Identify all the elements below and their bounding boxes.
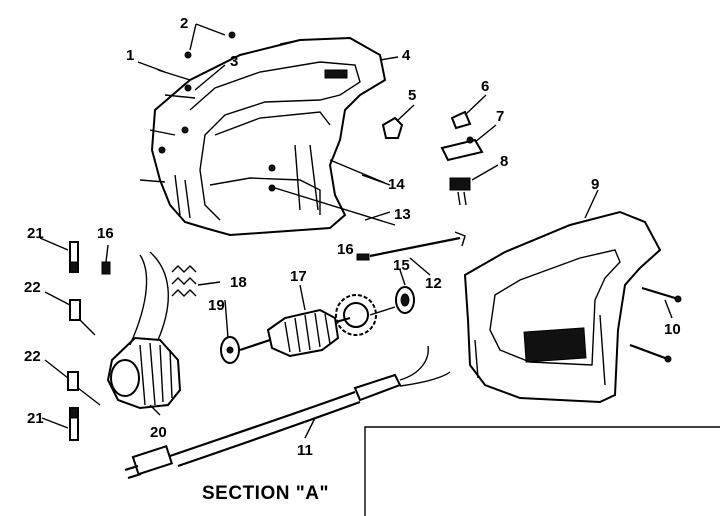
handle-label-plate bbox=[523, 327, 587, 363]
part-21-brush-bottom bbox=[69, 407, 79, 441]
callout-14: 14 bbox=[388, 176, 405, 193]
callout-11: 11 bbox=[297, 442, 313, 459]
part-15-bearing bbox=[395, 286, 415, 314]
housing-screws bbox=[139, 31, 301, 183]
part-19-bushing bbox=[220, 336, 240, 364]
part-6-switch-cap bbox=[450, 110, 472, 130]
callout-2: 2 bbox=[180, 15, 188, 32]
section-title: SECTION "A" bbox=[202, 483, 329, 504]
part-22-brush-holder-bottom bbox=[67, 371, 101, 406]
callout-15: 15 bbox=[393, 257, 410, 274]
part-11-cord bbox=[124, 345, 451, 480]
part-5-knob bbox=[381, 116, 404, 139]
callout-22-top: 22 bbox=[24, 279, 41, 296]
callout-6: 6 bbox=[481, 78, 489, 95]
callout-4: 4 bbox=[402, 47, 411, 64]
callout-17: 17 bbox=[290, 268, 307, 285]
housing-slot bbox=[324, 69, 348, 79]
callout-16-left: 16 bbox=[97, 225, 114, 242]
callout-16-right: 16 bbox=[337, 241, 354, 258]
callout-21-bottom: 21 bbox=[27, 410, 44, 427]
callout-20: 20 bbox=[150, 424, 167, 441]
fan-gear bbox=[335, 294, 396, 336]
part-9-handle-cover bbox=[463, 210, 662, 404]
part-7-switch bbox=[440, 136, 484, 162]
part-13-14-screws bbox=[268, 159, 396, 226]
callout-18: 18 bbox=[230, 274, 247, 291]
callout-5: 5 bbox=[408, 87, 416, 104]
part-18-springs bbox=[171, 265, 197, 297]
housing-left-half bbox=[150, 36, 387, 237]
callout-22-bottom: 22 bbox=[24, 348, 41, 365]
callout-21-top: 21 bbox=[27, 225, 44, 242]
part-17-armature bbox=[239, 308, 351, 358]
callout-9: 9 bbox=[591, 176, 599, 193]
part-22-brush-holder-top bbox=[69, 299, 96, 336]
section-boundary-line bbox=[364, 426, 720, 516]
part-20-field bbox=[106, 251, 182, 410]
callout-12: 12 bbox=[425, 275, 442, 292]
callout-labels: 1 2 3 4 5 6 7 8 9 10 11 12 13 14 15 16 1… bbox=[24, 15, 681, 459]
part-12-rod bbox=[369, 231, 466, 258]
leader-lines bbox=[39, 23, 673, 439]
part-10-screws bbox=[629, 286, 682, 363]
callout-10: 10 bbox=[664, 321, 681, 338]
part-16-screw-left bbox=[101, 261, 111, 275]
callout-3: 3 bbox=[230, 53, 238, 70]
part-21-brush-top bbox=[69, 241, 79, 273]
part-16-screw-right bbox=[356, 253, 370, 261]
callout-1: 1 bbox=[126, 47, 134, 64]
callout-7: 7 bbox=[496, 108, 504, 125]
callout-8: 8 bbox=[500, 153, 508, 170]
callout-19: 19 bbox=[208, 297, 225, 314]
callout-13: 13 bbox=[394, 206, 411, 223]
part-8-trigger bbox=[449, 177, 471, 206]
